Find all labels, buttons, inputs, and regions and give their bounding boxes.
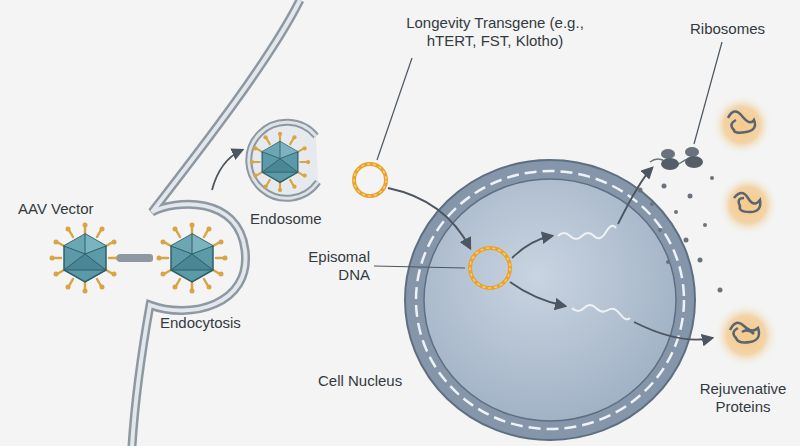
part-label: AAV Vector [18, 200, 94, 218]
aav-vector [50, 223, 154, 294]
transcription-arrow [512, 236, 552, 258]
episomal-dna [470, 248, 510, 288]
part-label: Endosome [250, 210, 322, 228]
leader-line [377, 58, 412, 160]
uptake-arrow [212, 150, 242, 190]
part-label: Rejuvenative Proteins [690, 380, 796, 416]
rejuvenative-protein [712, 95, 772, 155]
transcription-arrow [510, 282, 565, 306]
export-arrow [634, 322, 712, 340]
rejuvenative-protein [718, 175, 778, 235]
amino-acid-dots [638, 176, 723, 293]
mrna-strand [558, 226, 616, 239]
cell-nucleus [405, 160, 695, 440]
import-arrow [388, 188, 470, 248]
endocytosed-aav [157, 223, 228, 294]
leader-line [374, 266, 465, 268]
ribosomes [650, 147, 703, 170]
part-label: Ribosomes [690, 20, 765, 38]
mrna-strand [572, 305, 630, 319]
rejuvenative-protein [714, 303, 778, 367]
endosome [249, 122, 318, 198]
part-label: Longevity Transgene (e.g., hTERT, FST, K… [400, 14, 590, 50]
part-label: Episomal DNA [296, 248, 370, 284]
part-label: Endocytosis [160, 314, 241, 332]
part-label: Cell Nucleus [318, 372, 402, 390]
transgene-dna [354, 164, 386, 196]
export-arrow [618, 168, 652, 224]
